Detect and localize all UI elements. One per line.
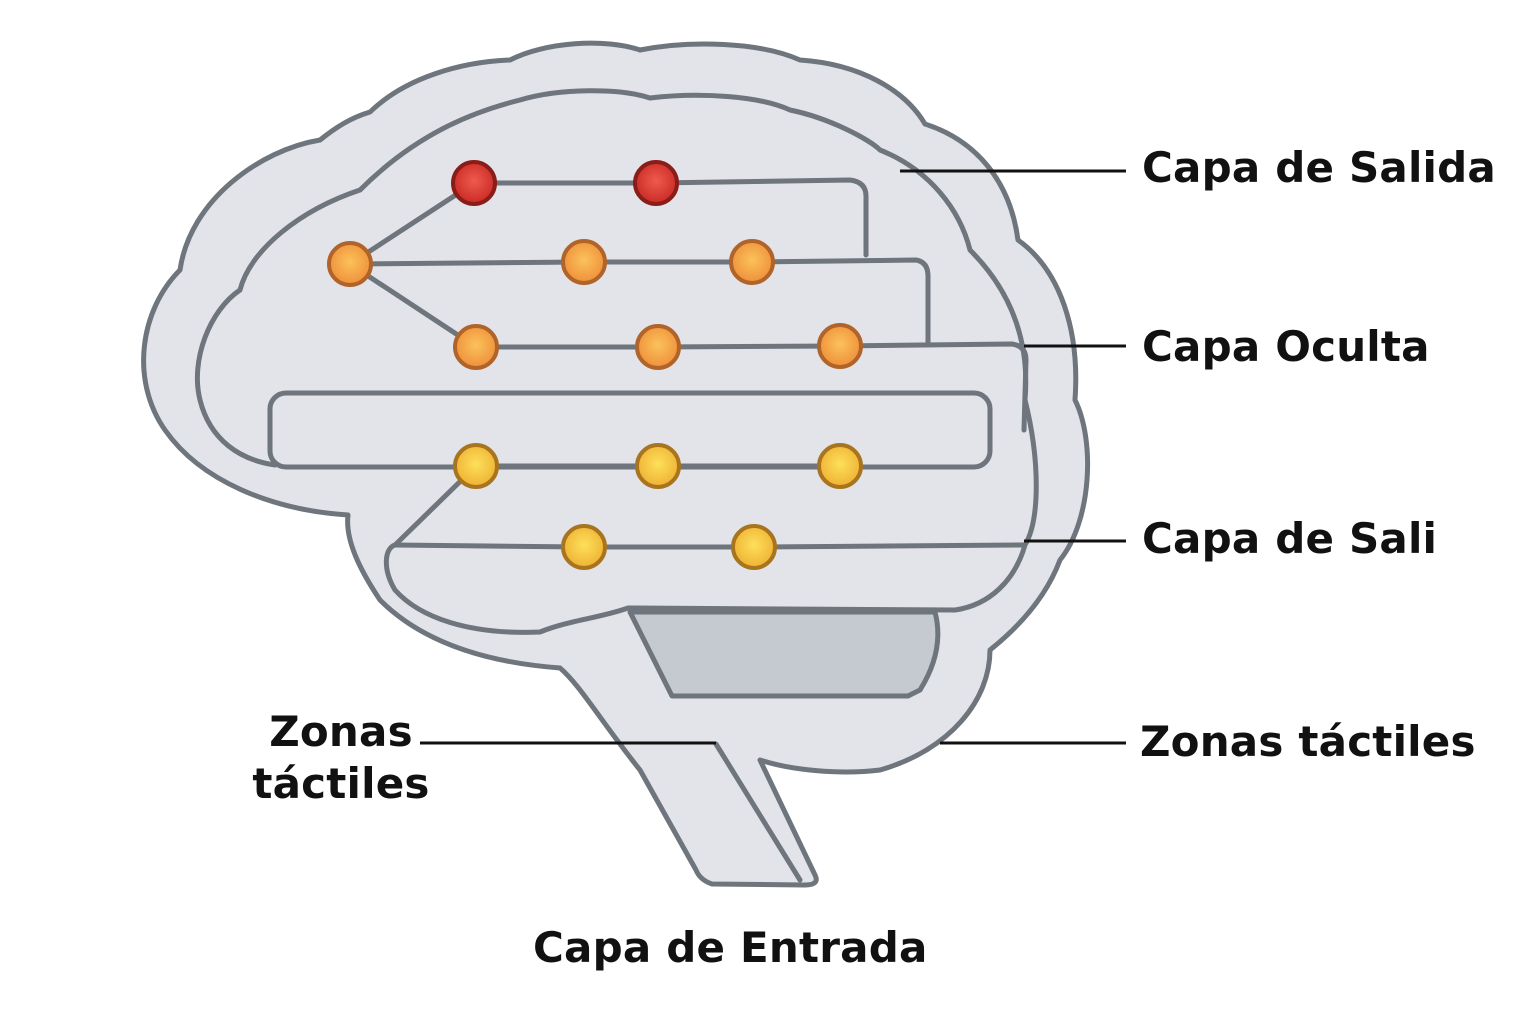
tactile-left-line-2: táctiles: [252, 759, 430, 808]
connection-hidden-row-1: [347, 257, 931, 348]
hidden-node: [453, 324, 499, 370]
output-node: [451, 160, 497, 206]
brain-inner-contour: [357, 88, 1039, 635]
hidden-node: [729, 239, 775, 285]
hidden-layer-nodes: [327, 239, 863, 370]
tactile-left-line-1: Zonas: [269, 707, 413, 756]
tactile-zones-right-label: Zonas táctiles: [1140, 717, 1476, 766]
hidden-node: [635, 324, 681, 370]
connection-hidden-diagonal: [347, 261, 479, 350]
input-node: [453, 443, 499, 489]
input-layer-nodes: [453, 443, 863, 570]
connection-output-row: [471, 177, 869, 258]
connection-sali-row-2: [392, 542, 1027, 550]
network-connections: [347, 177, 1029, 550]
leader-lines: [420, 169, 1126, 745]
connection-output-to-hidden: [347, 180, 477, 267]
sali-layer-label: Capa de Sali: [1142, 514, 1438, 563]
output-layer-nodes: [451, 160, 679, 206]
input-node: [817, 443, 863, 489]
input-node: [561, 524, 607, 570]
input-node: [731, 524, 777, 570]
cerebellum: [627, 609, 941, 699]
hidden-node: [327, 241, 373, 287]
hidden-node: [561, 239, 607, 285]
output-layer-label: Capa de Salida: [1142, 143, 1496, 192]
connection-hidden-row-2: [473, 341, 1029, 433]
input-layer-label: Capa de Entrada: [533, 923, 928, 972]
brain-inner-left-fold: [194, 187, 363, 468]
brain-stem: [713, 741, 803, 883]
tactile-zones-left-label: Zonas táctiles: [236, 706, 446, 810]
hidden-layer-label: Capa Oculta: [1142, 322, 1430, 371]
input-node: [635, 443, 681, 489]
hidden-node: [817, 323, 863, 369]
output-node: [633, 160, 679, 206]
